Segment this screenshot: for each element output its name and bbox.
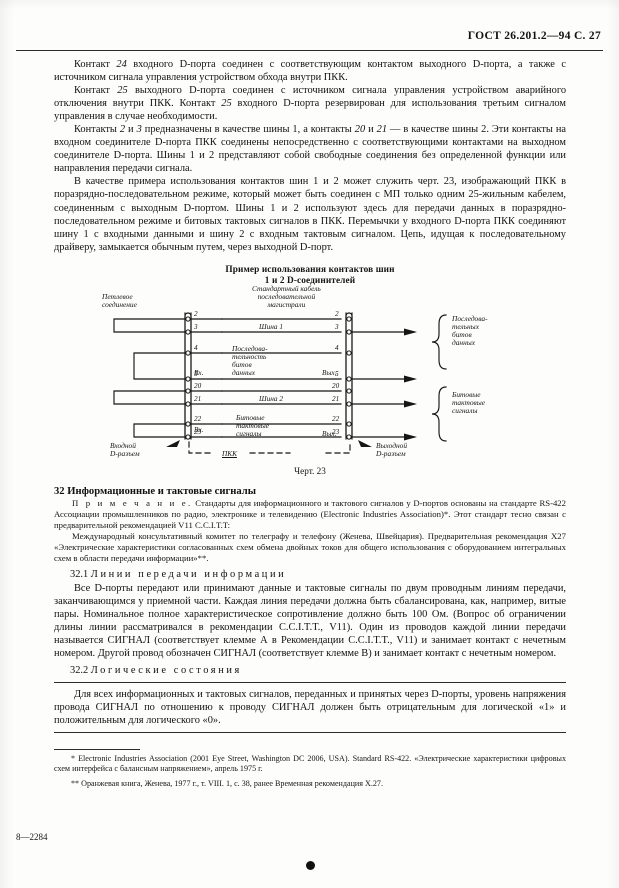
figure-title-line2: 1 и 2 D-соединителей — [264, 275, 356, 286]
running-head: ГОСТ 26.201.2—94 С. 27 — [467, 30, 601, 42]
section-321-number: 32.1 — [70, 568, 89, 580]
figure-caption: Черт. 23 — [294, 465, 326, 476]
figure-label-in: Вх. — [194, 367, 204, 377]
section-321-title: Линии передачи информации — [90, 568, 287, 580]
figure-title: Пример использования контактов шин 1 и 2… — [54, 265, 566, 287]
figure-label-cable: Стандартный кабель последовательной маги… — [252, 283, 321, 310]
figure-label-loop: Петлевое соединение — [102, 291, 137, 309]
figure-label-right-serial: Последова- тельных битов данных — [452, 313, 488, 348]
figure-canvas: Петлевое соединение Стандартный кабель п… — [54, 283, 566, 465]
page-body: Контакт 24 входного D-порта соединен с с… — [54, 58, 566, 789]
section-32-heading: 32 Информационные и тактовые сигналы — [54, 486, 566, 497]
footnote-rule — [54, 749, 140, 751]
section-32-title: Информационные и тактовые сигналы — [67, 485, 256, 497]
figure-label-serial-bits: Последова- тельность битов данных — [232, 343, 268, 378]
figure-title-line1: Пример использования контактов шин — [225, 264, 395, 275]
section-322-title: Логические состояния — [90, 664, 242, 676]
figure-label-out: Вых. — [322, 367, 337, 377]
section-321-text: Все D-порты передают или принимают данны… — [54, 582, 566, 659]
figure-label-bit-clock: Битовые тактовые сигналы — [236, 412, 270, 439]
paragraph-1: Контакт 24 входного D-порта соединен с с… — [54, 59, 567, 84]
note-text: Стандарты для информационного и тактовог… — [54, 497, 566, 530]
figure-label-output-connector: Выходной D-разъем — [376, 440, 408, 458]
section-322-boxed-note: Для всех информационных и тактовых сигна… — [54, 681, 566, 734]
section-32-note: П р и м е ч а н и е. Стандарты для инфор… — [54, 498, 566, 531]
figure-label-input-connector: Входной D-разъем — [110, 440, 140, 458]
section-321-heading: 32.1 Линии передачи информации — [54, 569, 566, 580]
figure-23: Пример использования контактов шин 1 и 2… — [54, 265, 566, 477]
footnote-2: ** Оранжевая книга, Женева, 1977 г., т. … — [71, 778, 383, 788]
figure-label-pkk: ПКК — [222, 448, 237, 458]
figure-label-bus2: Шина 2 — [259, 393, 283, 403]
section-32-note-2: Международный консультативный комитет по… — [54, 530, 566, 563]
figure-label-bus1: Шина 1 — [259, 321, 283, 331]
figure-label-in-2: Вх. — [194, 424, 204, 434]
note-label: П р и м е ч а н и е. — [72, 497, 193, 508]
footnote-1: * Electronic Industries Association (200… — [54, 754, 566, 774]
figure-label-out-2: Вых. — [322, 428, 337, 438]
paragraph-4: В качестве примера использования контакт… — [54, 176, 566, 253]
section-322-heading: 32.2 Логические состояния — [54, 665, 566, 676]
header-rule — [16, 50, 603, 51]
section-322-number: 32.2 — [70, 664, 89, 676]
page-dot-mark — [305, 861, 315, 870]
figure-diagram-svg — [113, 312, 447, 454]
paragraph-2: Контакт 25 выходного D-порта соединен с … — [54, 85, 567, 123]
section-322-text: Для всех информационных и тактовых сигна… — [54, 688, 566, 727]
signature-mark: 8—2284 — [16, 832, 48, 842]
figure-label-right-clock: Битовые тактовые сигналы — [452, 389, 486, 416]
section-32-number: 32 — [54, 485, 65, 497]
paragraph-3: Контакты 2 и 3 предназначены в качестве … — [54, 124, 566, 175]
